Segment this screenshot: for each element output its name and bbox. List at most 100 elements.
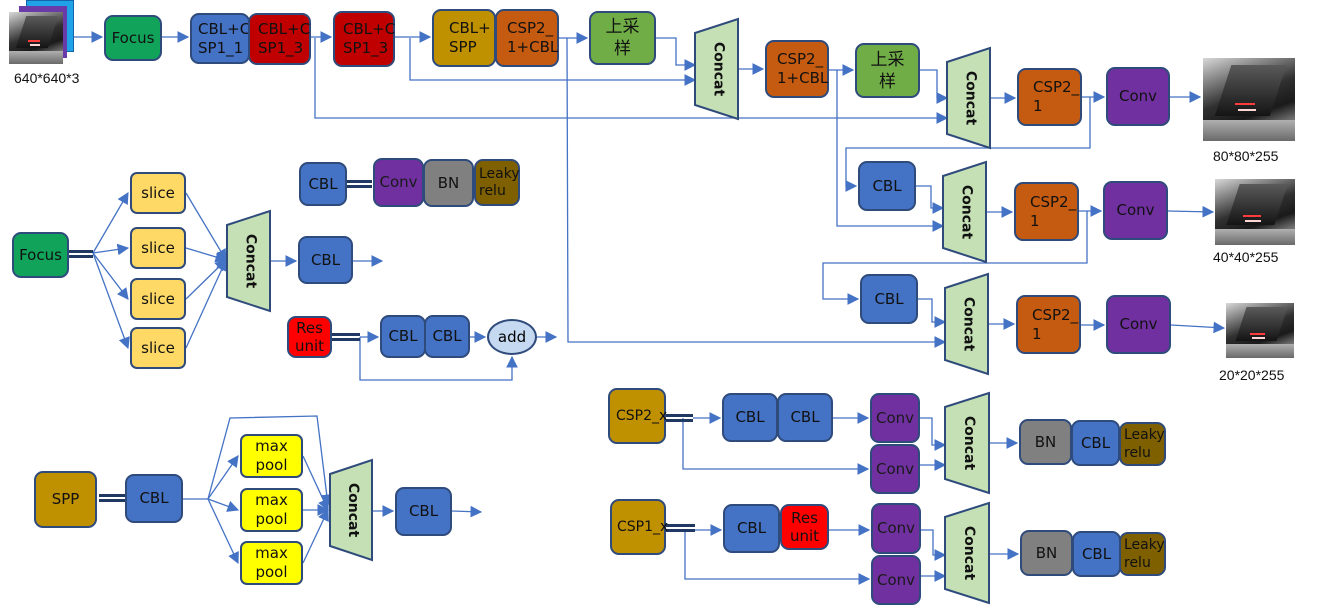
wire-csp2-bypass xyxy=(682,418,870,475)
wire-up2-concat2 xyxy=(920,69,949,104)
wire-res-skip xyxy=(359,337,518,381)
legend-csp1-leaky: Leaky relu xyxy=(1119,532,1166,576)
wire-csp2-convtop-concat xyxy=(920,417,947,451)
wire-conv3-out20 xyxy=(1170,321,1226,334)
concat-1-label: Concat xyxy=(711,42,727,97)
legend-csp1-concat xyxy=(944,501,990,605)
legend-csp1-equals xyxy=(666,524,695,532)
concat-2 xyxy=(946,46,991,150)
wire-csp1-convtop-concat xyxy=(921,529,947,561)
wire-csp1-bypass xyxy=(684,530,871,585)
wire-slice-concat-3 xyxy=(185,259,227,300)
wire-csp2a-cbla xyxy=(845,97,1091,192)
legend-csp2-name: CSP2_x xyxy=(608,388,667,444)
legend-csp1-conv-top: Conv xyxy=(871,503,921,554)
legend-spp-maxpool-1: max pool xyxy=(240,434,303,478)
legend-csp2-cbl-2: CBL xyxy=(777,393,833,442)
output-image-20 xyxy=(1226,303,1294,358)
concat-4-label: Concat xyxy=(961,297,977,352)
legend-cbl-name: CBL xyxy=(299,162,347,206)
cbl-spp-block: CBL+ SPP xyxy=(432,9,496,67)
output-image-40 xyxy=(1215,179,1295,245)
legend-focus-cbl: CBL xyxy=(298,236,353,284)
wire-slice-concat-4 xyxy=(185,258,227,349)
legend-csp2-leaky: Leaky relu xyxy=(1119,422,1166,466)
legend-csp2-concat-label: Concat xyxy=(961,416,977,471)
conv-head-2: Conv xyxy=(1103,181,1168,240)
legend-spp-maxpool-3: max pool xyxy=(240,541,303,585)
legend-csp2-bn: BN xyxy=(1019,419,1072,465)
csp2-1-c-block: CSP2_ 1 xyxy=(1016,295,1081,354)
wire-slice-concat-2 xyxy=(185,247,228,263)
legend-focus-concat-label: Concat xyxy=(243,234,259,289)
legend-csp2-cbl-1: CBL xyxy=(722,393,778,442)
legend-csp1-cbl-2: CBL xyxy=(1072,531,1121,577)
input-size-label: 640*640*3 xyxy=(14,70,80,86)
concat-2-label: Concat xyxy=(963,71,979,126)
wire-focus-slice-1 xyxy=(92,191,129,254)
output-size-20: 20*20*255 xyxy=(1219,367,1285,383)
legend-focus-slice-4: slice xyxy=(130,327,186,369)
legend-res-name: Res unit xyxy=(287,316,332,358)
wire-spp-bypass xyxy=(207,415,333,507)
legend-spp-concat-label: Concat xyxy=(345,483,361,538)
focus-block: Focus xyxy=(104,15,162,61)
concat-1 xyxy=(694,17,739,121)
wire-spp-to-pool-2 xyxy=(207,498,240,512)
legend-csp1-resunit: Res unit xyxy=(780,504,829,550)
csp2-1-a-block: CSP2_ 1 xyxy=(1017,68,1082,126)
wire-csp2b-cblb xyxy=(822,211,1088,305)
legend-csp2-cbl-3: CBL xyxy=(1071,420,1120,466)
legend-focus-equals xyxy=(69,250,93,258)
legend-res-cbl-2: CBL xyxy=(424,315,470,358)
wire-cbla-concat3 xyxy=(916,185,945,214)
wire-conv2-out40 xyxy=(1167,205,1215,218)
output-image-80 xyxy=(1203,58,1295,141)
wire-focus-slice-2 xyxy=(92,243,130,256)
legend-cbl-bn: BN xyxy=(423,159,474,207)
cbl-csp1-3b-block: CBL+C SP1_3 xyxy=(333,11,395,67)
wire-slice-concat-1 xyxy=(185,192,227,262)
wire-csp2b-concat3 xyxy=(836,70,945,232)
wire-focus-slice-3 xyxy=(92,252,129,300)
wire-pool-to-concat-1 xyxy=(302,455,329,512)
legend-res-cbl-1: CBL xyxy=(380,315,426,358)
concat-3 xyxy=(942,160,987,264)
cbl-a-block: CBL xyxy=(858,161,916,211)
legend-res-add: add xyxy=(487,319,537,355)
legend-focus-slice-2: slice xyxy=(130,227,186,269)
wire-csp2-concat4 xyxy=(566,37,947,348)
legend-csp1-name: CSP1_x xyxy=(610,499,668,555)
legend-focus-name: Focus xyxy=(12,232,69,278)
wire-cblb-concat4 xyxy=(918,298,947,328)
cbl-b-block: CBL xyxy=(860,274,918,324)
output-size-40: 40*40*255 xyxy=(1213,249,1279,265)
legend-spp-maxpool-2: max pool xyxy=(240,488,303,532)
wire-focus-slice-4 xyxy=(92,252,130,350)
wire-up1-concat1 xyxy=(656,37,697,71)
csp2-1-cbl-2-block: CSP2_ 1+CBL xyxy=(765,40,829,98)
legend-spp-concat xyxy=(329,458,373,562)
wire-pool-to-concat-3 xyxy=(302,508,329,564)
legend-focus-slice-3: slice xyxy=(130,278,186,320)
cbl-csp1-1-block: CBL+C SP1_1 xyxy=(190,13,250,64)
legend-spp-name: SPP xyxy=(34,471,97,528)
legend-cbl-equals xyxy=(347,180,372,188)
legend-cbl-leaky: Leaky relu xyxy=(474,159,520,206)
wire-spp-to-pool-3 xyxy=(207,498,239,565)
legend-csp2-conv-bottom: Conv xyxy=(870,444,920,494)
cbl-csp1-3a-block: CBL+C SP1_3 xyxy=(248,13,311,65)
legend-spp-cbl-in: CBL xyxy=(125,474,183,523)
legend-csp2-conv-top: Conv xyxy=(870,393,920,443)
csp2-1-cbl-block: CSP2_ 1+CBL xyxy=(495,9,559,67)
legend-spp-equals xyxy=(99,494,125,502)
legend-spp-cbl-out: CBL xyxy=(395,487,452,536)
upsample-2-block: 上采 样 xyxy=(855,43,920,98)
legend-csp1-conv-bottom: Conv xyxy=(871,555,921,605)
wire-skip-p4-concat1 xyxy=(409,38,697,86)
conv-head-1: Conv xyxy=(1106,67,1170,126)
legend-csp1-cbl: CBL xyxy=(723,504,780,553)
legend-csp2-equals xyxy=(666,414,693,422)
legend-res-equals xyxy=(332,333,360,341)
